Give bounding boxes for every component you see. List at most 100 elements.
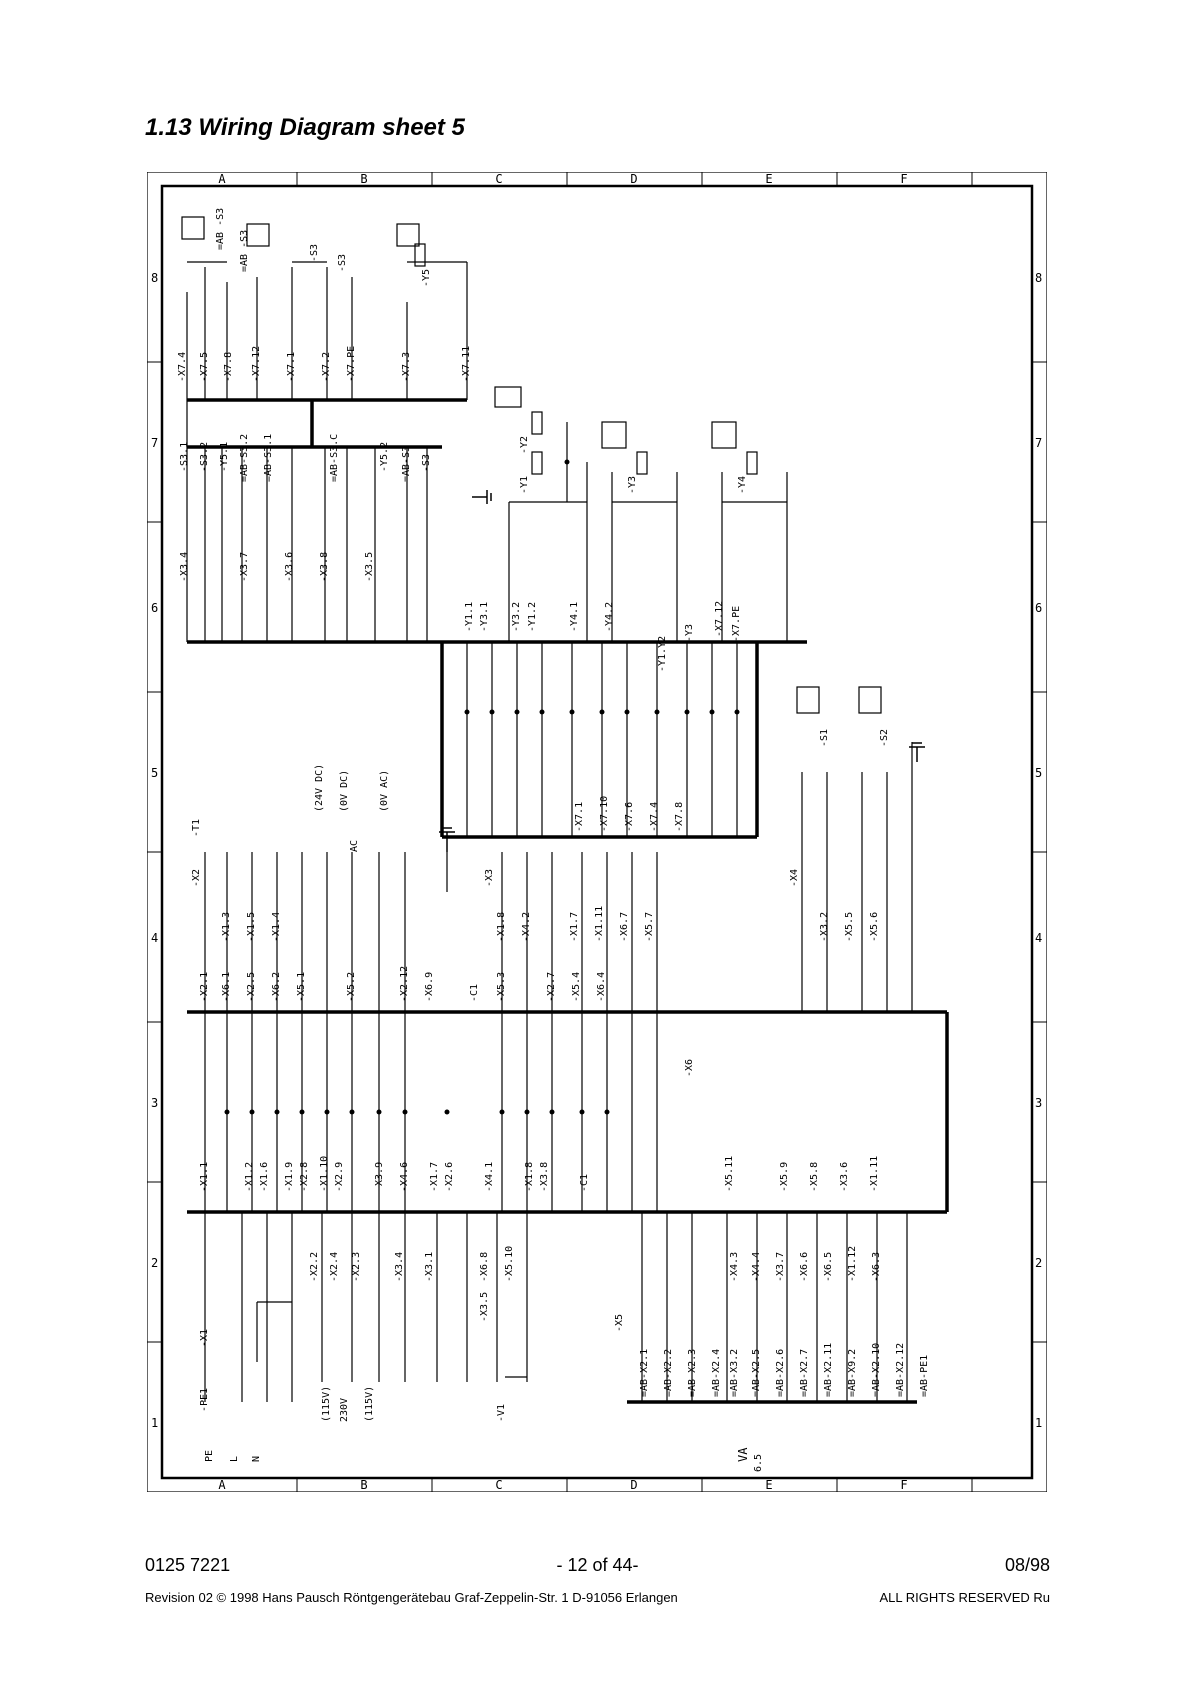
label-x5: -X5 bbox=[614, 1314, 625, 1332]
label-x6-4: -X6.4 bbox=[596, 972, 607, 1002]
label-x7-11: -X7.11 bbox=[461, 346, 472, 382]
label-x1-1: -X1.1 bbox=[199, 1162, 210, 1192]
label-x4-1: -X4.1 bbox=[484, 1162, 495, 1192]
zone-7-left: 7 bbox=[151, 436, 158, 450]
label-c1-low: -C1 bbox=[579, 1174, 590, 1192]
label-x2-9: -X2.9 bbox=[334, 1162, 345, 1192]
top-terminal-labels: -X7.4 -X7.5 -X7.8 -X7.12 -X7.1 -X7.2 -X7… bbox=[177, 208, 472, 382]
label-x7-6: -X7.6 bbox=[624, 802, 635, 832]
label-x5-4: -X5.4 bbox=[571, 972, 582, 1002]
label-x2-3: -X2.3 bbox=[351, 1252, 362, 1282]
zone-5-right: 5 bbox=[1035, 766, 1042, 780]
main-block-labels: -X2.1 -X6.1 -X2.5 -X6.2 -X5.1 -X5.2 -X2.… bbox=[199, 966, 607, 1002]
zone-2-right: 2 bbox=[1035, 1256, 1042, 1270]
label-x1-4: -X1.4 bbox=[271, 912, 282, 942]
label-v1: -V1 bbox=[496, 1404, 507, 1422]
label-x3-7-low: -X3.7 bbox=[775, 1252, 786, 1282]
label-ab-x2-10: =AB-X2.10 bbox=[871, 1343, 882, 1397]
label-x2-8: -X2.8 bbox=[299, 1162, 310, 1192]
label-s3-1: -S3.1 bbox=[179, 442, 190, 472]
zone-f-top: F bbox=[900, 172, 907, 186]
label-x4-3: -X4.3 bbox=[729, 1252, 740, 1282]
label-x6-5: -X6.5 bbox=[823, 1252, 834, 1282]
doc-date: 08/98 bbox=[1004, 1555, 1050, 1575]
label-x5-11: -X5.11 bbox=[724, 1156, 735, 1192]
label-ab-s3-1: =AB-S3.1 bbox=[263, 434, 274, 482]
label-x1-11: -X1.11 bbox=[594, 906, 605, 942]
label-ab-s3-c: =AB-S3.C bbox=[329, 434, 340, 482]
s1-switch-symbol bbox=[796, 686, 820, 714]
label-x7-8-low: -X7.8 bbox=[674, 802, 685, 832]
label-x1-6: -X1.6 bbox=[259, 1162, 270, 1192]
label-x4: -X4 bbox=[789, 869, 800, 887]
zone-2-left: 2 bbox=[151, 1256, 158, 1270]
label-24v-dc: (24V DC) bbox=[314, 764, 325, 812]
label-x2-4: -X2.4 bbox=[329, 1252, 340, 1282]
page-number: - 12 of 44- bbox=[556, 1555, 639, 1575]
label-s2: -S2 bbox=[879, 729, 890, 747]
zone-letters-top: A B C D E F A B C D E F bbox=[218, 172, 907, 1492]
y4-coil bbox=[746, 451, 758, 475]
label-x7-1: -X7.1 bbox=[286, 352, 297, 382]
label-x3: -X3 bbox=[484, 869, 495, 887]
lower-block-labels: -X1.1 -X1.2 -X1.6 -X1.9 -X2.8 -X1.10 -X2… bbox=[199, 1059, 880, 1192]
wires-upper bbox=[186, 261, 468, 642]
label-x3-5-low: -X3.5 bbox=[479, 1292, 490, 1322]
zone-3-left: 3 bbox=[151, 1096, 158, 1110]
zone-numbers: 1 2 3 4 5 6 7 8 1 2 3 4 5 6 7 8 bbox=[151, 271, 1042, 1430]
label-x1-12: -X1.12 bbox=[847, 1246, 858, 1282]
valve-coils bbox=[181, 216, 882, 714]
label-115v-2: (115V) bbox=[364, 1386, 375, 1422]
label-y5-1: -Y5.1 bbox=[219, 442, 230, 472]
label-x5-3: -X5.3 bbox=[496, 972, 507, 1002]
label-0v-dc: (0V DC) bbox=[339, 770, 350, 812]
label-ab-x2-4: =AB-X2.4 bbox=[711, 1349, 722, 1397]
ref-y4: -Y4 bbox=[737, 476, 748, 494]
label-s3: -S3 bbox=[421, 454, 432, 472]
label-ab-s3-2: =AB-S3.2 bbox=[239, 434, 250, 482]
y3-coil bbox=[636, 451, 648, 475]
label-x6-9: -X6.9 bbox=[424, 972, 435, 1002]
label-x6: -X6 bbox=[684, 1059, 695, 1077]
label-l: L bbox=[229, 1456, 240, 1462]
label-x1-5: -X1.5 bbox=[246, 912, 257, 942]
x2-labels: -T1 -X2 (24V DC) (0V DC) AC (0V AC) bbox=[191, 764, 390, 887]
label-x5-2: -X5.2 bbox=[346, 972, 357, 1002]
y4-arrow-symbol bbox=[711, 421, 737, 449]
label-x4-2: -X4.2 bbox=[521, 912, 532, 942]
label-x7-8: -X7.8 bbox=[223, 352, 234, 382]
label-ab-s3: =AB-S3 bbox=[401, 446, 412, 482]
label-x2: -X2 bbox=[191, 869, 202, 887]
label-ab-x2-6: =AB-X2.6 bbox=[775, 1349, 786, 1397]
zone-c-bottom: C bbox=[495, 1478, 502, 1492]
label-x1-8: -X1.8 bbox=[496, 912, 507, 942]
zone-a-top: A bbox=[218, 172, 226, 186]
y1-coil bbox=[531, 451, 543, 475]
page-title: 1.13 Wiring Diagram sheet 5 bbox=[145, 114, 465, 141]
s3-switch-symbol bbox=[246, 223, 270, 247]
label-x7-12: -X7.12 bbox=[251, 346, 262, 382]
zone-8-right: 8 bbox=[1035, 271, 1042, 285]
zone-a-bottom: A bbox=[218, 1478, 226, 1492]
doc-number: 0125 7221 bbox=[145, 1555, 231, 1575]
label-x6-2: -X6.2 bbox=[271, 972, 282, 1002]
label-x1-8-low: -X1.8 bbox=[524, 1162, 535, 1192]
y3-arrow-symbol bbox=[601, 421, 627, 449]
zone-7-right: 7 bbox=[1035, 436, 1042, 450]
label-x2-12: -X2.12 bbox=[399, 966, 410, 1002]
label-0v-ac: (0V AC) bbox=[379, 770, 390, 812]
label-x6-3: -X6.3 bbox=[871, 1252, 882, 1282]
label-x5-1: -X5.1 bbox=[296, 972, 307, 1002]
zone-e-bottom: E bbox=[765, 1478, 772, 1492]
zone-f-bottom: F bbox=[900, 1478, 907, 1492]
label-y3: -Y3 bbox=[684, 624, 695, 642]
y2-coil bbox=[531, 411, 543, 435]
x3-labels: -X3 -X7.1 -X7.10 -X7.6 -X7.4 -X7.8 bbox=[484, 796, 685, 887]
bottom-right-labels: -X5 =AB-X2.1 =AB-X2.2 =AB-X2.3 =AB-X2.4 … bbox=[614, 1246, 930, 1397]
label-x7-pe-mid: -X7.PE bbox=[731, 606, 742, 642]
label-230v: 230V bbox=[339, 1398, 350, 1422]
zone-6-left: 6 bbox=[151, 601, 158, 615]
label-ab-x2-2: =AB-X2.2 bbox=[663, 1349, 674, 1397]
label-x1-7-low: -X1.7 bbox=[429, 1162, 440, 1192]
zone-4-left: 4 bbox=[151, 931, 158, 945]
